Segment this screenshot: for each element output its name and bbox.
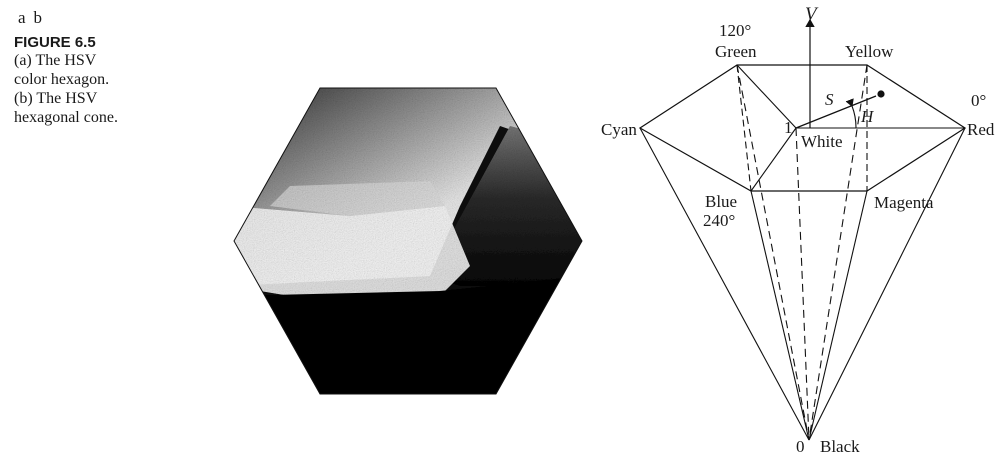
edge-magenta-black	[808, 190, 868, 441]
saturation-label: S	[825, 90, 834, 109]
vertex-label-white: White	[801, 132, 843, 151]
angle-label-blue: 240°	[703, 211, 735, 230]
value-label-top: 1	[784, 118, 793, 137]
caption-line: (a) The HSV	[14, 52, 97, 69]
value-label-bottom: 0	[796, 437, 805, 456]
panel-letter-b: b	[33, 8, 43, 27]
edge-cyan-black	[639, 127, 810, 441]
hidden-edge-white-black	[795, 127, 810, 441]
edge-white-blue	[750, 127, 797, 192]
hidden-edge-green-blue	[736, 64, 752, 192]
edge-green-white	[736, 64, 797, 129]
hidden-edge-yellow-black	[808, 64, 868, 441]
v-axis-label: V	[805, 4, 819, 25]
figure-label: FIGURE 6.5	[14, 34, 96, 51]
vertex-label-cyan: Cyan	[601, 120, 637, 139]
vertex-label-red: Red	[967, 120, 995, 139]
edge-red-black	[808, 127, 966, 441]
hidden-edge-green-black	[736, 64, 810, 441]
color-point	[877, 90, 885, 98]
saturation-vector	[795, 95, 877, 129]
hue-label: H	[860, 107, 875, 126]
panel-letter-a: a	[18, 8, 26, 27]
vertex-label-green: Green	[715, 42, 757, 61]
hsv-hexagon-image	[233, 87, 583, 395]
caption-line: (b) The HSV	[14, 90, 98, 107]
edge-blue-black	[750, 190, 810, 441]
vertex-label-yellow: Yellow	[845, 42, 894, 61]
angle-label-green: 120°	[719, 21, 751, 40]
vertex-label-magenta: Magenta	[874, 193, 934, 212]
angle-label-red: 0°	[971, 91, 986, 110]
caption-line: hexagonal cone.	[14, 109, 118, 126]
vertex-label-blue: Blue	[705, 192, 737, 211]
hsv-cone-diagram: V 120° Green Yellow Cyan White 1 S H 0° …	[601, 4, 995, 456]
hue-arc	[845, 98, 857, 129]
caption-line: color hexagon.	[14, 71, 110, 88]
vertex-label-black: Black	[820, 437, 860, 456]
